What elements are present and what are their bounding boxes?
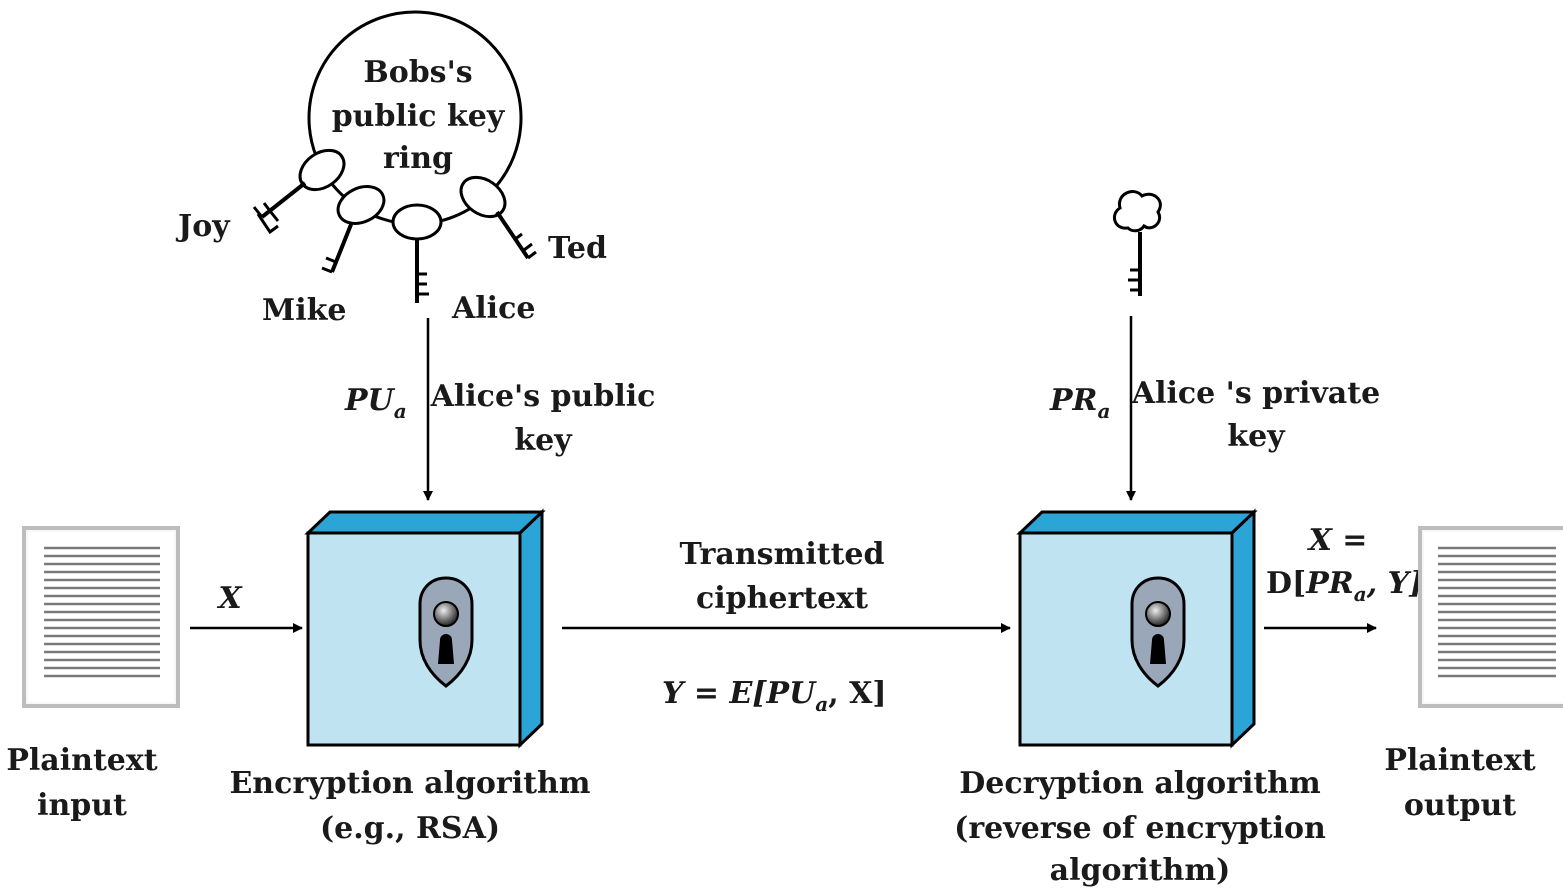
- key-label-alice: Alice: [451, 291, 535, 326]
- decryption-box: [1016, 508, 1258, 749]
- encryption-label-line-2: (e.g., RSA): [320, 811, 500, 846]
- private-key-icon: [1112, 190, 1162, 296]
- private-key-desc-line-2: key: [1227, 419, 1286, 454]
- output-formula-line-2: D[PRa, Y]: [1266, 566, 1423, 606]
- decryption-label-line-3: algorithm): [1050, 853, 1231, 888]
- encryption-box: [304, 508, 546, 749]
- mike-key-icon: [321, 185, 386, 274]
- public-key-ring: Bobs's public key ring Joy Mike: [175, 10, 607, 328]
- key-ring-title-line-1: Bobs's: [363, 55, 472, 90]
- public-key-desc-line-2: key: [514, 423, 573, 458]
- private-key-symbol: PRa: [1049, 383, 1110, 423]
- key-ring-title-line-3: ring: [383, 141, 453, 176]
- plaintext-output-label-line-2: output: [1404, 788, 1516, 823]
- transmitted-label-line-1: Transmitted: [679, 537, 884, 572]
- plaintext-output-document-icon: [1418, 526, 1563, 708]
- alice-key-icon: [391, 203, 443, 303]
- transmitted-label-line-2: ciphertext: [696, 581, 868, 616]
- public-key-symbol: PUa: [344, 383, 407, 423]
- plaintext-output-label-line-1: Plaintext: [1384, 743, 1535, 778]
- private-key-desc-line-1: Alice 's private: [1131, 376, 1380, 411]
- key-label-joy: Joy: [175, 209, 231, 244]
- plaintext-input-label-line-1: Plaintext: [6, 743, 157, 778]
- ted-key-icon: [459, 175, 537, 260]
- decryption-label-line-2: (reverse of encryption: [954, 811, 1326, 846]
- joy-key-icon: [252, 148, 346, 235]
- plaintext-input-document-icon: [22, 526, 180, 708]
- key-ring-title-line-2: public key: [332, 99, 506, 134]
- input-variable-x: X: [216, 581, 243, 616]
- key-label-ted: Ted: [548, 231, 607, 266]
- encryption-label-line-1: Encryption algorithm: [229, 766, 590, 801]
- output-formula-line-1: X =: [1307, 523, 1368, 558]
- encryption-lock-icon: [418, 576, 474, 688]
- decryption-lock-icon: [1130, 576, 1186, 688]
- public-key-desc-line-1: Alice's public: [430, 379, 656, 414]
- plaintext-input-label-line-2: input: [37, 788, 127, 823]
- key-label-mike: Mike: [262, 293, 346, 328]
- ciphertext-formula: Y = E[PUa, X]: [662, 676, 887, 716]
- decryption-label-line-1: Decryption algorithm: [959, 766, 1321, 801]
